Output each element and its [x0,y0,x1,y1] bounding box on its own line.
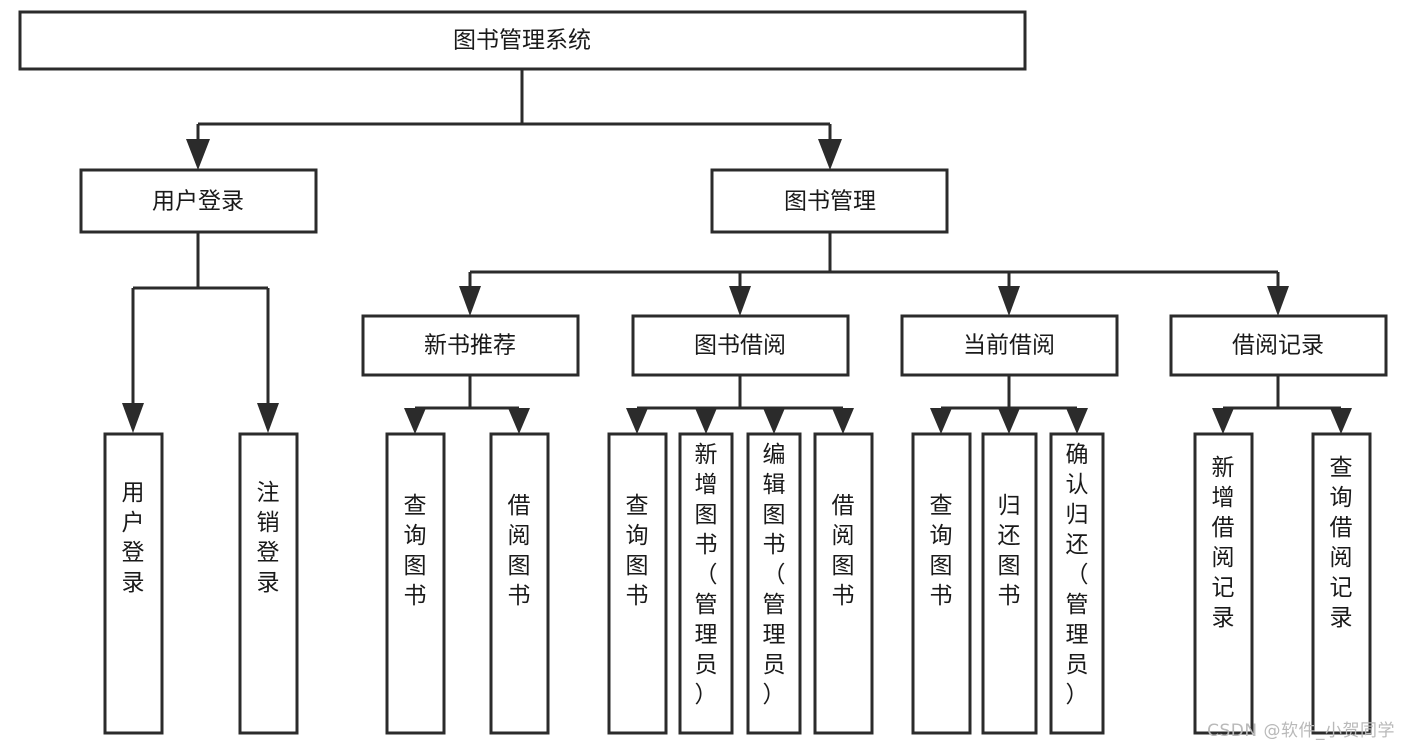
arrowhead-leaf-logout [257,403,279,433]
node-leaf-return-book-rect[interactable] [981,432,1038,735]
node-leaf-logout-rect[interactable] [238,432,299,735]
node-book-manage-rect[interactable] [710,168,949,234]
arrowhead-leaf-query-book-2 [626,408,648,434]
node-leaf-borrow-book-1-rect[interactable] [489,432,550,735]
node-leaf-query-book-1-rect[interactable] [385,432,446,735]
arrowhead-leaf-add-book [695,408,717,434]
node-leaf-query-book-1[interactable]: 查询图书 [385,432,446,735]
node-leaf-logout[interactable]: 注销登录 [238,432,299,735]
node-current-borrow-label: 当前借阅 [963,333,1055,359]
arrowhead-borrow-record [1267,286,1289,316]
node-leaf-query-book-2-rect[interactable] [607,432,668,735]
node-leaf-borrow-book-2-label: 借阅图书 [832,493,855,609]
node-leaf-query-book-3-rect[interactable] [911,432,972,735]
node-root-rect[interactable] [18,10,1027,71]
arrowhead-leaf-user-login [122,403,144,433]
arrowhead-leaf-borrow-book-1 [508,408,530,434]
node-leaf-logout-label: 注销登录 [257,480,280,596]
node-current-borrow-rect[interactable] [900,314,1119,377]
arrowhead-leaf-borrow-book-2 [832,408,854,434]
node-leaf-user-login[interactable]: 用户登录 [103,432,164,735]
node-borrow-record-rect[interactable] [1169,314,1388,377]
node-leaf-add-book-label: 新增图书（管理员） [695,442,718,708]
node-leaf-return-book[interactable]: 归还图书 [981,432,1038,735]
node-root[interactable]: 图书管理系统 [18,10,1027,71]
node-leaf-query-book-3-label: 查询图书 [930,493,953,609]
node-book-manage-label: 图书管理 [784,189,876,215]
node-leaf-query-book-1-label: 查询图书 [404,493,427,609]
node-leaf-return-book-label: 归还图书 [998,493,1021,609]
node-leaf-user-login-rect[interactable] [103,432,164,735]
node-leaf-confirm-return-rect[interactable] [1049,432,1105,735]
node-borrow-record-label: 借阅记录 [1232,333,1324,359]
node-leaf-borrow-book-2-rect[interactable] [813,432,874,735]
node-leaf-edit-book-label: 编辑图书（管理员） [763,442,786,708]
node-leaf-confirm-return-label: 确认归还（管理员） [1066,442,1089,708]
node-current-borrow[interactable]: 当前借阅 [900,314,1119,377]
node-leaf-query-book-3[interactable]: 查询图书 [911,432,972,735]
arrowhead-leaf-query-book-3 [930,408,952,434]
node-book-borrow-rect[interactable] [631,314,850,377]
node-book-borrow-label: 图书借阅 [694,333,786,359]
node-leaf-add-book-rect[interactable] [678,432,734,735]
node-root-label: 图书管理系统 [453,28,591,54]
node-leaf-query-record-label: 查询借阅记录 [1330,455,1353,631]
arrowhead-book-borrow [729,286,751,316]
arrowhead-leaf-return-book [998,408,1020,434]
arrowhead-leaf-confirm-return [1066,408,1088,434]
connector-group [122,69,1352,434]
arrowhead-user-login [186,139,210,170]
node-leaf-borrow-book-2[interactable]: 借阅图书 [813,432,874,735]
arrowhead-leaf-query-book-1 [404,408,426,434]
node-leaf-query-record[interactable]: 查询借阅记录 [1311,432,1372,735]
node-leaf-add-record-rect[interactable] [1193,432,1254,735]
arrowhead-leaf-query-record [1330,408,1352,434]
node-leaf-confirm-return[interactable]: 确认归还（管理员） [1049,432,1105,735]
node-leaf-borrow-book-1[interactable]: 借阅图书 [489,432,550,735]
node-leaf-query-book-2[interactable]: 查询图书 [607,432,668,735]
node-leaf-add-book[interactable]: 新增图书（管理员） [678,432,734,735]
node-leaf-query-record-rect[interactable] [1311,432,1372,735]
node-book-borrow[interactable]: 图书借阅 [631,314,850,377]
node-borrow-record[interactable]: 借阅记录 [1169,314,1388,377]
node-user-login-label: 用户登录 [152,189,244,215]
node-new-book-rec-rect[interactable] [361,314,580,377]
node-leaf-edit-book[interactable]: 编辑图书（管理员） [746,432,802,735]
csdn-watermark: CSDN @软件_小贺同学 [1207,721,1395,741]
node-leaf-add-record[interactable]: 新增借阅记录 [1193,432,1254,735]
arrowhead-book-manage [818,139,842,170]
arrowhead-leaf-edit-book [763,408,785,434]
node-leaf-query-book-2-label: 查询图书 [626,493,649,609]
node-new-book-rec[interactable]: 新书推荐 [361,314,580,377]
node-book-manage[interactable]: 图书管理 [710,168,949,234]
arrowhead-current-borrow [998,286,1020,316]
node-leaf-user-login-label: 用户登录 [122,480,145,596]
node-new-book-rec-label: 新书推荐 [424,333,516,359]
arrowhead-leaf-add-record [1212,408,1234,434]
node-leaf-borrow-book-1-label: 借阅图书 [508,493,531,609]
node-user-login-rect[interactable] [79,168,318,234]
node-user-login[interactable]: 用户登录 [79,168,318,234]
node-leaf-add-record-label: 新增借阅记录 [1212,455,1235,631]
node-leaf-edit-book-rect[interactable] [746,432,802,735]
arrowhead-new-book-rec [459,286,481,316]
